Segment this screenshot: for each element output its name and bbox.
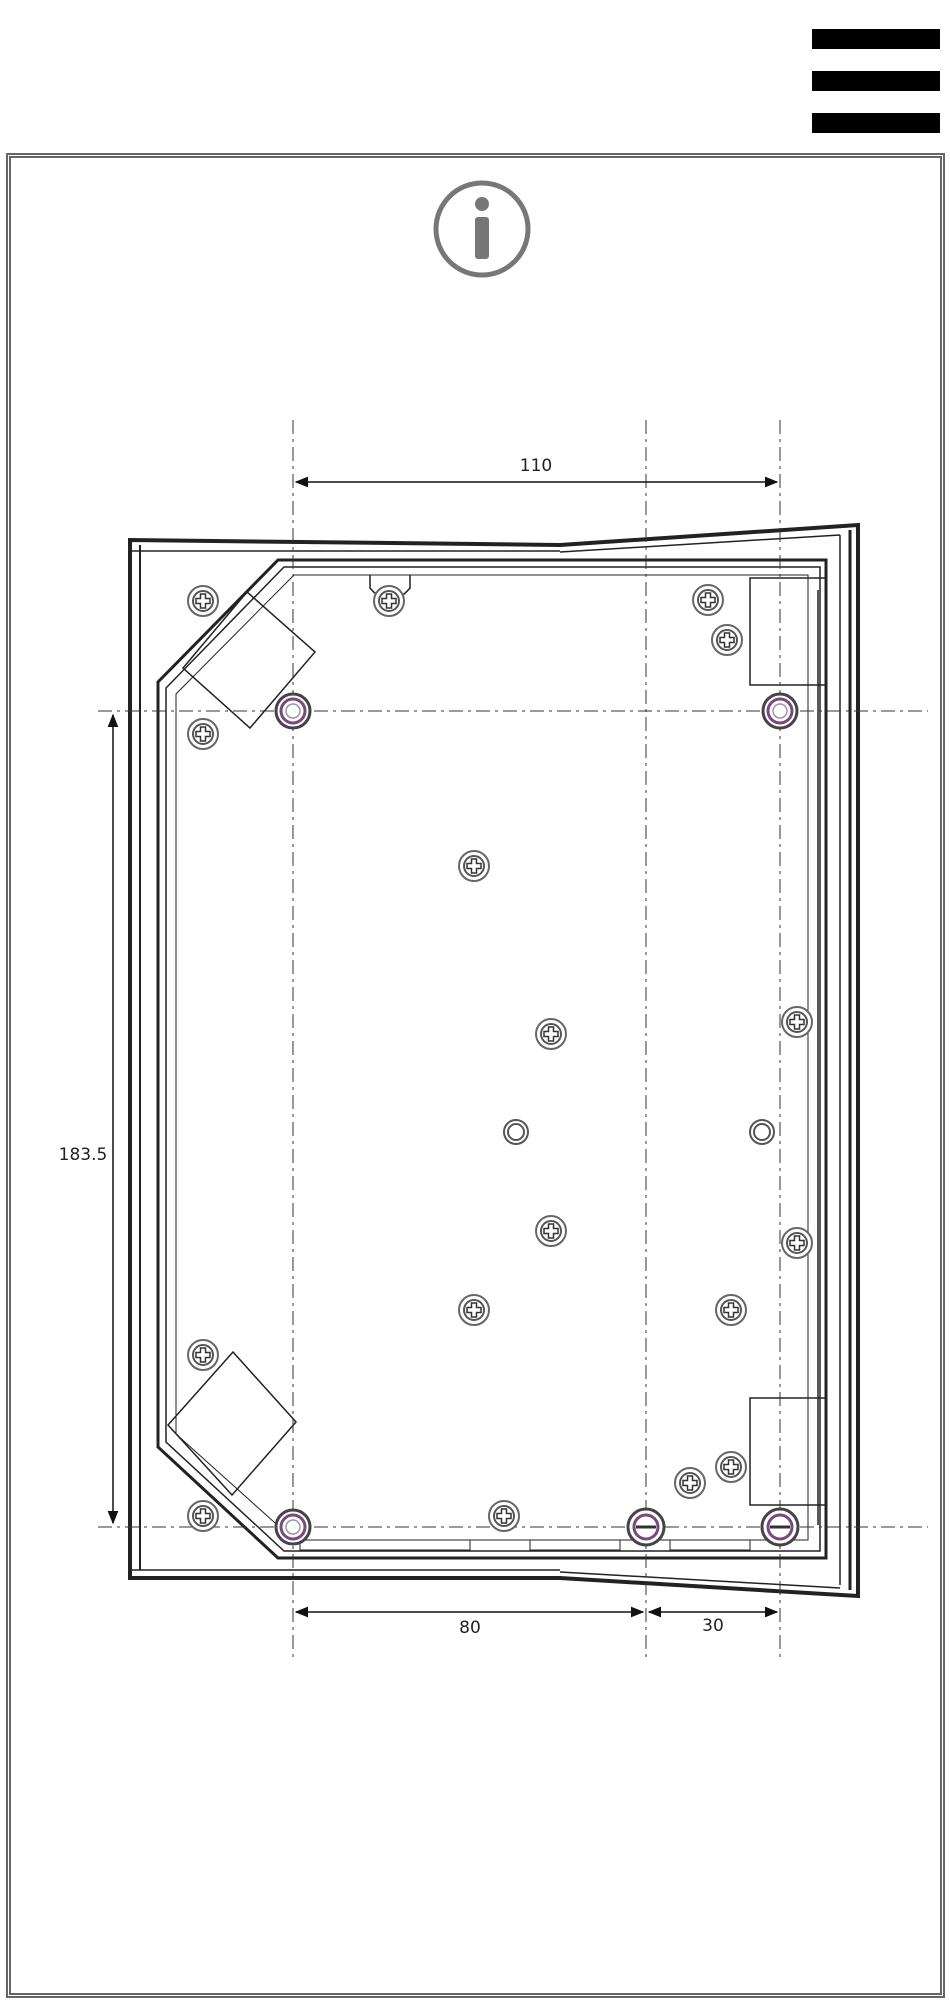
- standoffs: [504, 1120, 774, 1144]
- dimension-left-height: 183.5: [59, 1145, 108, 1165]
- screws: [188, 585, 812, 1531]
- center-lines: [98, 420, 928, 1660]
- dimension-lines: [113, 482, 777, 1612]
- dimension-top-width: 110: [520, 456, 552, 476]
- housing-outline: [130, 525, 858, 1596]
- dimension-bottom-left-width: 80: [459, 1618, 481, 1638]
- dimension-bottom-right-width: 30: [702, 1616, 724, 1636]
- mounting-holes: [276, 694, 798, 1545]
